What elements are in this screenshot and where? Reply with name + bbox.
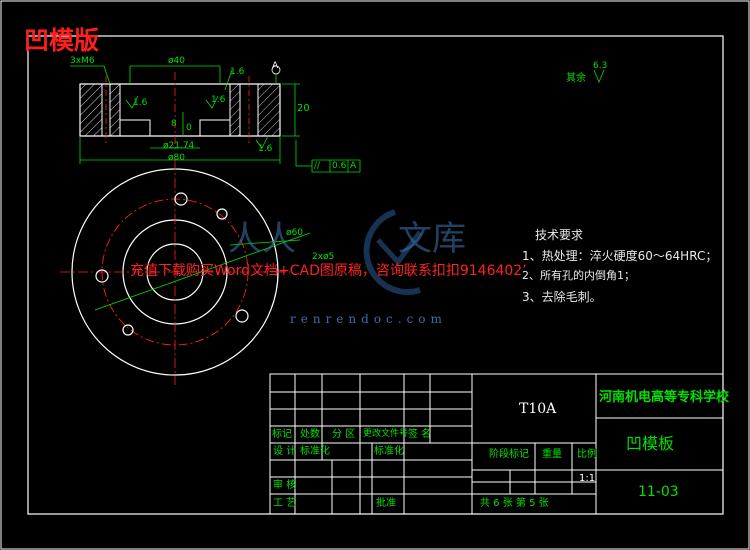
plan-view [60,160,311,385]
dimension-lines [70,65,605,173]
part-name: 凹模板 [626,434,675,453]
school-name: 河南机电高等专科学校 [599,390,730,405]
dim-2x5: 2xø5 [312,252,335,262]
requirement-3: 3、去除毛刺。 [522,290,602,304]
tb-std2: 标准化 [374,446,404,457]
roughness-16-d: 1.6 [258,144,273,154]
section-hatch-right-inner [229,83,241,137]
roughness-16-a: 1.6 [230,67,245,77]
section-hatch-left-inner [109,83,121,137]
dim-d60: ø60 [286,228,303,238]
overlay-ad-text[interactable]: 充值下载购买Word文档+CAD图原稿，咨询联系扣扣9146402’ [130,263,527,279]
section-hatch-left [79,83,103,137]
datum-letter: A [272,61,279,71]
tb-weight: 重量 [542,449,562,460]
dim-thread: 3xM6 [70,56,95,66]
tb-scale-value: 1:1 [579,473,596,484]
roughness-other-label: 其余 [566,73,586,84]
datum-symbol [271,65,281,75]
tolerance-value: 0.6 [332,161,347,171]
tb-design: 设 计 [273,446,297,457]
dim-20: 20 [297,103,310,114]
section-hatch-right [257,83,281,137]
dim-8: 8 [171,119,177,129]
requirements-heading: 技术要求 [535,228,584,242]
stamp-title: 凹模版 [24,26,100,55]
tb-row-zone: 分 区 [332,429,356,440]
dim-0: 0 [186,123,192,133]
tb-scale: 比例 [577,449,597,460]
tb-sheets: 共 6 张 第 5 张 [480,498,549,509]
tolerance-ref: A [350,161,357,171]
tb-review: 审 核 [273,480,297,491]
requirement-1: 1、热处理：淬火硬度60～64HRC； [522,249,718,263]
tb-std: 标准化 [300,446,330,457]
tb-row-change: 更改文件号 [363,429,409,439]
tolerance-symbol: // [314,161,321,171]
watermark-logo [363,209,423,295]
watermark-cn-1: 人人 [228,219,296,259]
tb-approve: 批准 [376,498,396,509]
dim-d40: ø40 [168,56,185,66]
tb-row-count: 处数 [300,429,320,440]
roughness-16-c: 1.6 [211,95,226,105]
title-block-grid [269,373,724,515]
dim-d21: ø21.74 [163,141,195,151]
requirement-2: 2、所有孔的内倒角1； [522,269,635,282]
roughness-16-b: 1.6 [133,98,148,108]
tb-row-sign: 签 名 [408,429,432,440]
drawing-number: 11-03 [638,484,679,500]
tb-row-mark: 标记 [272,429,292,440]
tb-stage-mark: 阶段标记 [489,449,529,460]
roughness-63: 6.3 [593,61,608,71]
tb-process: 工 艺 [273,498,297,509]
watermark-cn-2: 文库 [398,219,466,259]
material-text: T10A [519,401,557,417]
watermark-url: renrendoc.com [290,312,447,326]
dim-d80: ø80 [168,153,185,163]
